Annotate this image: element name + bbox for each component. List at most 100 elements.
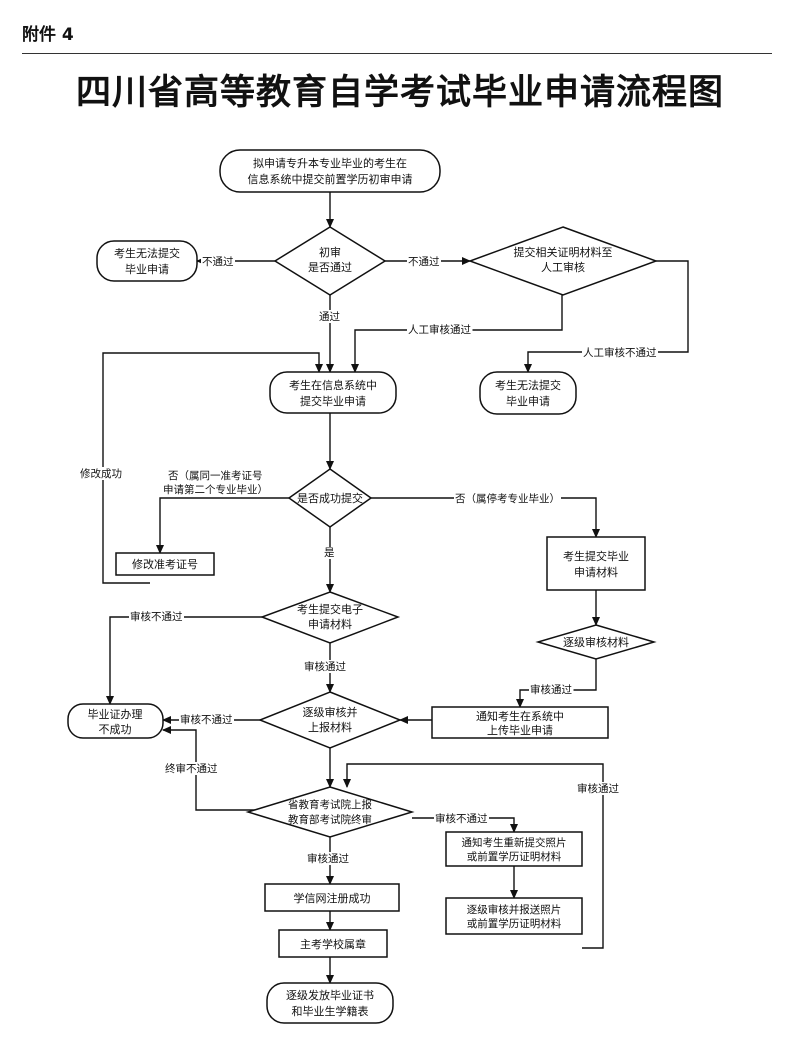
label-background xyxy=(162,483,269,496)
node-grad-fail-line-1: 毕业证办理 xyxy=(88,708,143,721)
header-divider xyxy=(22,53,772,54)
node-level-photo-line-1: 逐级审核并报送照片 xyxy=(467,903,562,916)
node-chsi-text: 学信网注册成功 xyxy=(294,891,371,905)
label-background xyxy=(529,683,574,696)
page-title: 四川省高等教育自学考试毕业申请流程图 xyxy=(75,73,724,113)
edge-labels: 不通过 不通过 通过 人工审核通过 人工审核不通过 修改成功 否（属同一准考证号… xyxy=(79,255,658,865)
node-level-report-line-1: 逐级审核并 xyxy=(303,705,358,719)
node-issue-line-1: 逐级发放毕业证书 xyxy=(286,988,374,1002)
label-background xyxy=(179,713,234,726)
label-no-left-line-2: 申请第二个专业毕业） xyxy=(163,483,268,496)
label-background xyxy=(79,467,123,480)
arrow-level-photo-loop xyxy=(343,763,604,949)
label-background xyxy=(434,812,489,825)
label-background xyxy=(303,660,348,673)
label-background xyxy=(306,852,351,865)
node-notify-resubmit: 通知考生重新提交照片 或前置学历证明材料 xyxy=(445,831,583,867)
node-manual-line-1: 提交相关证明材料至 xyxy=(514,245,613,259)
node-grad-fail: 毕业证办理 不成功 xyxy=(67,703,164,739)
label-review-pass-2: 审核通过 xyxy=(530,683,572,696)
label-background xyxy=(164,762,219,775)
node-modify-id: 修改准考证号 xyxy=(115,552,215,576)
label-review-pass-1: 审核通过 xyxy=(304,660,346,673)
node-notify-resubmit-line-1: 通知考生重新提交照片 xyxy=(462,836,567,849)
label-background xyxy=(318,310,342,323)
node-level-review-right: 逐级审核材料 xyxy=(535,624,657,660)
node-stamp-text: 主考学校属章 xyxy=(300,937,366,951)
arrow-no-to-modify xyxy=(156,497,292,554)
node-e-materials-line-1: 考生提交电子 xyxy=(297,602,363,616)
arrow-modify-success xyxy=(102,352,323,584)
node-stamp: 主考学校属章 xyxy=(278,929,388,958)
node-initial-review: 初审 是否通过 xyxy=(273,226,387,296)
node-chsi: 学信网注册成功 xyxy=(264,883,400,912)
node-level-photo-line-2: 或前置学历证明材料 xyxy=(467,917,562,930)
label-background xyxy=(323,547,336,559)
node-manual-line-2: 人工审核 xyxy=(541,260,585,274)
node-level-report: 逐级审核并 上报材料 xyxy=(257,691,403,749)
node-final-review: 省教育考试院上报 教育部考试院终审 xyxy=(245,786,415,838)
label-review-fail-3: 审核不通过 xyxy=(435,812,488,825)
node-start-line-1: 拟申请专升本专业毕业的考生在 xyxy=(253,156,407,170)
attachment-label: 附件 4 xyxy=(22,25,74,45)
arrow-manual-fail xyxy=(524,260,689,373)
node-e-materials-line-2: 申请材料 xyxy=(308,617,352,631)
node-fail-right: 考生无法提交 毕业申请 xyxy=(479,371,577,415)
node-start: 拟申请专升本专业毕业的考生在 信息系统中提交前置学历初审申请 xyxy=(219,149,441,193)
node-submit-materials-line-1: 考生提交毕业 xyxy=(563,549,629,563)
node-grad-fail-line-2: 不成功 xyxy=(99,723,132,736)
label-manual-pass: 人工审核通过 xyxy=(408,323,471,336)
node-fail-left-line-2: 毕业申请 xyxy=(125,263,169,276)
arrow-no-to-submit-materials xyxy=(371,497,600,538)
label-not-pass-right: 不通过 xyxy=(408,255,440,268)
node-fail-left-line-1: 考生无法提交 xyxy=(114,246,180,260)
node-submit-materials-line-2: 申请材料 xyxy=(574,565,618,579)
label-background xyxy=(407,255,441,268)
label-background xyxy=(167,470,264,482)
node-submit-success-text: 是否成功提交 xyxy=(297,491,363,505)
node-notify-upload-line-2: 上传毕业申请 xyxy=(487,724,553,737)
node-manual-submit: 提交相关证明材料至 人工审核 xyxy=(467,226,659,296)
label-final-fail: 终审不通过 xyxy=(165,762,218,775)
label-review-fail-2: 审核不通过 xyxy=(180,713,233,726)
label-review-pass-3: 审核通过 xyxy=(307,852,349,865)
arrow-e-materials-fail xyxy=(106,616,262,705)
label-review-pass-4: 审核通过 xyxy=(577,782,619,795)
label-background xyxy=(576,782,621,795)
node-notify-upload-line-1: 通知考生在系统中 xyxy=(476,709,564,723)
label-background xyxy=(129,610,184,623)
label-no-left-line-1: 否（属同一准考证号 xyxy=(168,470,263,482)
label-review-fail-1: 审核不通过 xyxy=(130,610,183,623)
node-fail-right-line-1: 考生无法提交 xyxy=(495,378,561,392)
node-initial-line-1: 初审 xyxy=(319,245,341,259)
node-level-report-line-2: 上报材料 xyxy=(308,720,352,734)
node-modify-id-text: 修改准考证号 xyxy=(132,557,198,571)
label-yes: 是 xyxy=(324,547,335,559)
node-issue: 逐级发放毕业证书 和毕业生学籍表 xyxy=(266,982,394,1024)
node-start-line-2: 信息系统中提交前置学历初审申请 xyxy=(248,172,413,186)
label-modify-success: 修改成功 xyxy=(80,467,122,480)
label-background xyxy=(582,346,658,359)
label-no-right: 否（属停考专业毕业） xyxy=(455,492,560,505)
label-pass: 通过 xyxy=(319,310,340,323)
node-notify-resubmit-line-2: 或前置学历证明材料 xyxy=(467,850,562,863)
node-issue-line-2: 和毕业生学籍表 xyxy=(292,1004,369,1018)
node-initial-line-2: 是否通过 xyxy=(308,261,352,274)
label-manual-fail: 人工审核不通过 xyxy=(583,346,657,359)
node-level-photo: 逐级审核并报送照片 或前置学历证明材料 xyxy=(445,897,583,935)
node-fail-right-line-2: 毕业申请 xyxy=(506,395,550,408)
node-submit-materials: 考生提交毕业 申请材料 xyxy=(546,536,646,591)
node-notify-upload: 通知考生在系统中 上传毕业申请 xyxy=(431,706,609,739)
label-not-pass-left: 不通过 xyxy=(202,255,234,268)
node-submit-grad-line-1: 考生在信息系统中 xyxy=(289,378,377,392)
node-final-review-line-1: 省教育考试院上报 xyxy=(288,798,372,811)
node-level-review-right-text: 逐级审核材料 xyxy=(563,635,629,649)
node-submit-success: 是否成功提交 xyxy=(287,468,373,528)
node-submit-grad: 考生在信息系统中 提交毕业申请 xyxy=(269,371,397,414)
label-background xyxy=(454,492,561,505)
node-e-materials: 考生提交电子 申请材料 xyxy=(259,591,401,644)
label-background xyxy=(407,323,473,336)
label-background xyxy=(201,255,235,268)
node-fail-left: 考生无法提交 毕业申请 xyxy=(96,240,198,282)
